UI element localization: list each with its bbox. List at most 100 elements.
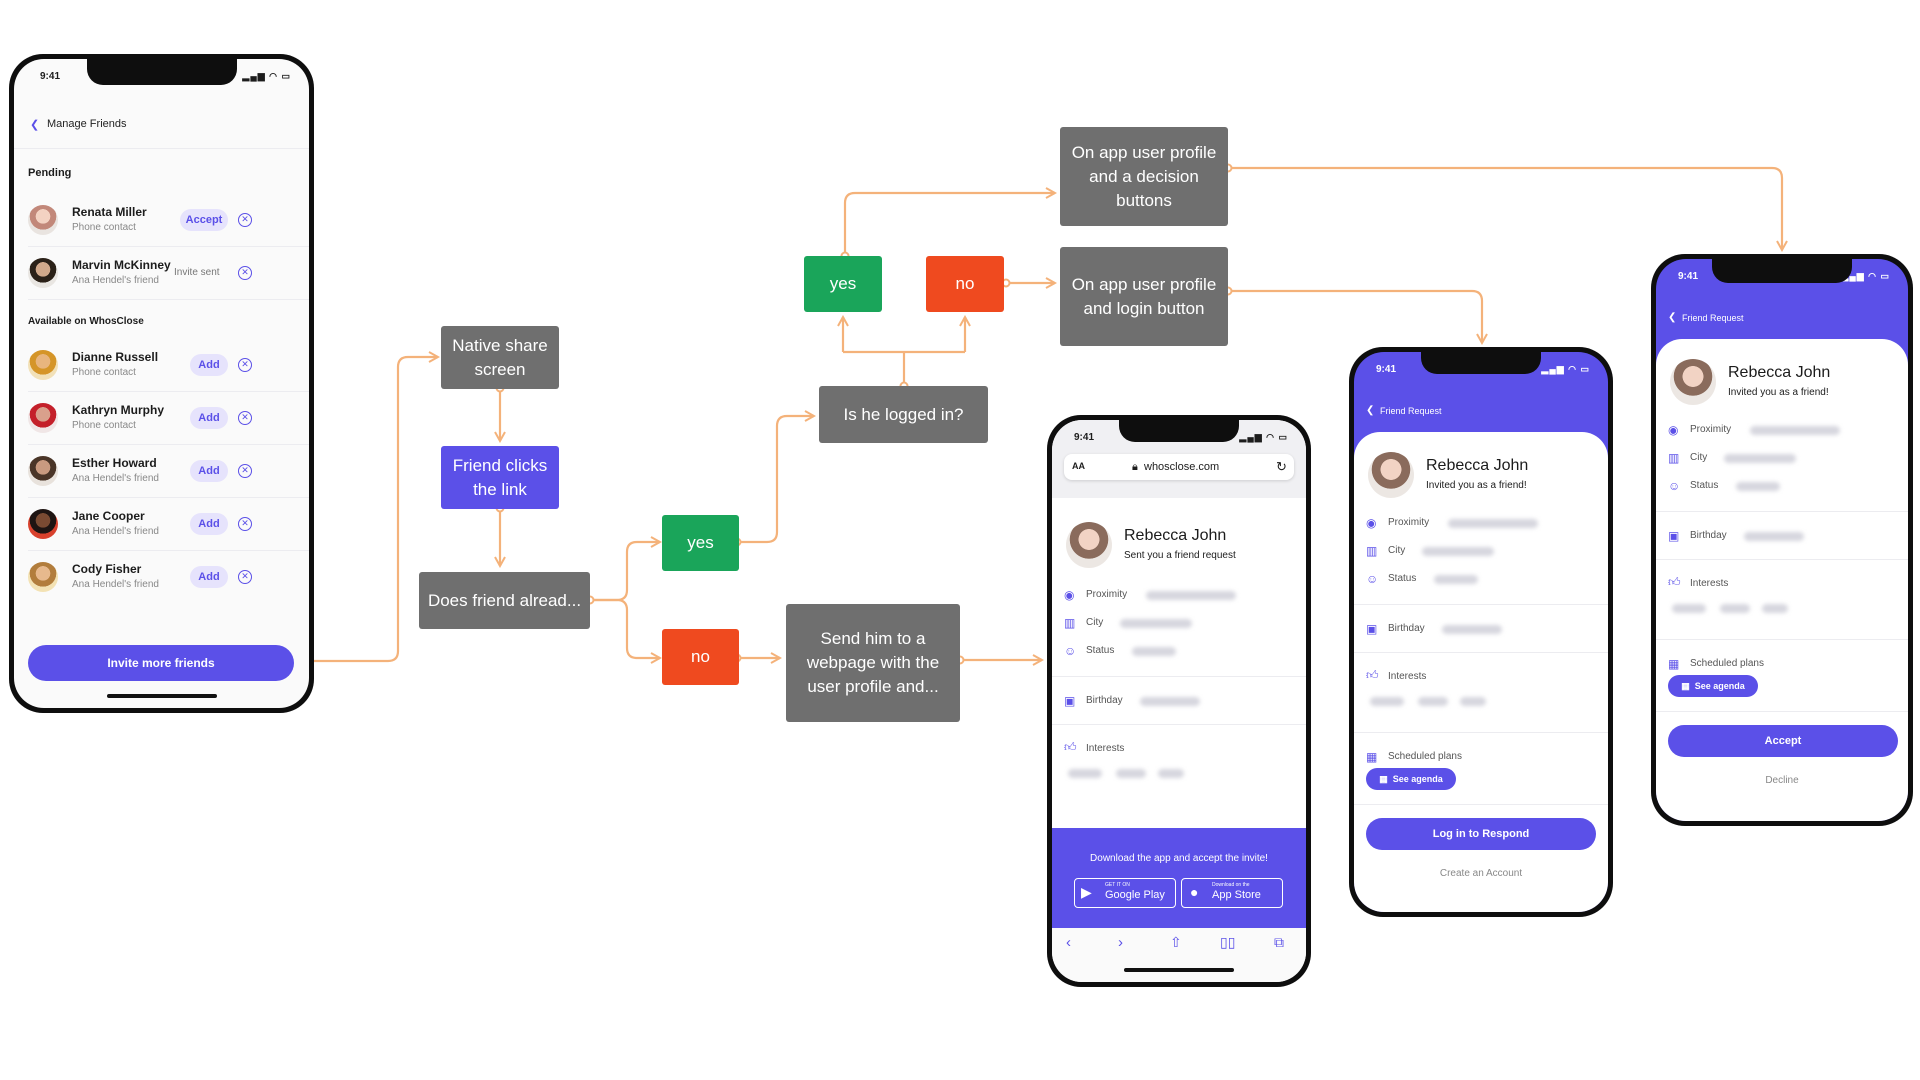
page-title: Manage Friends <box>47 118 127 130</box>
back-chevron-icon[interactable]: ❮ <box>1668 312 1677 323</box>
remove-icon[interactable]: ✕ <box>238 570 252 584</box>
add-button[interactable]: Add <box>190 566 228 588</box>
header-title: Friend Request <box>1380 406 1442 416</box>
thumbs-up-icon: 👍︎ <box>1668 575 1681 589</box>
status-bar: 9:41 ▂▄▆ ◠ ▭ <box>1656 259 1908 293</box>
proximity-label: Proximity <box>1086 589 1128 600</box>
gift-icon: ▣ <box>1668 529 1680 543</box>
interest-tag-blurred <box>1370 697 1404 706</box>
status-label: Status <box>1690 480 1719 491</box>
avatar <box>1066 522 1112 568</box>
contact-subtitle: Phone contact <box>72 420 136 431</box>
avatar <box>1368 452 1414 498</box>
back-chevron-icon[interactable]: ❮ <box>1366 405 1375 416</box>
city-label: City <box>1388 545 1406 556</box>
avatar <box>28 456 58 486</box>
remove-icon[interactable]: ✕ <box>238 213 252 227</box>
section-available-label: Available on WhosClose <box>28 316 144 327</box>
apple-icon: ● <box>1190 884 1199 900</box>
address-bar[interactable]: AA 🔒︎ whosclose.com ↻ <box>1064 454 1294 480</box>
google-play-badge[interactable]: ▶ GET IT ON Google Play <box>1074 878 1176 908</box>
node-does-friend-label: Does friend alread... <box>427 590 582 610</box>
node-yes-1: yes <box>662 515 739 571</box>
phone-notch <box>1119 420 1239 442</box>
add-button[interactable]: Add <box>190 354 228 376</box>
remove-icon[interactable]: ✕ <box>238 266 252 280</box>
home-indicator <box>1124 968 1234 972</box>
app-store-small: Download on the <box>1212 882 1250 888</box>
google-play-small: GET IT ON <box>1105 882 1130 888</box>
thumbs-up-icon: 👍︎ <box>1366 668 1379 682</box>
connector-does-to-no <box>590 598 660 658</box>
map-icon: ▥ <box>1064 616 1076 630</box>
node-profile-login-label: On app user profile and login button <box>1071 274 1217 318</box>
contact-subtitle: Phone contact <box>72 222 136 233</box>
list-item: Jane Cooper Ana Hendel's friend Add ✕ <box>14 503 309 551</box>
scheduled-plans-label: Scheduled plans <box>1388 751 1462 762</box>
back-chevron-icon[interactable]: ❮ <box>30 119 40 131</box>
node-yes-2-label: yes <box>829 274 857 293</box>
tabs-icon[interactable]: ⧉ <box>1274 934 1284 950</box>
connector-logged-to-yes-no <box>841 317 967 386</box>
interests-label: Interests <box>1388 671 1427 682</box>
phone-notch <box>1421 352 1541 374</box>
interest-tag-blurred <box>1116 769 1146 778</box>
status-time: 9:41 <box>1678 271 1699 282</box>
contact-name: Marvin McKinney <box>72 258 171 272</box>
section-pending-label: Pending <box>28 167 72 179</box>
calendar-icon: ▦ <box>1668 657 1680 671</box>
reload-icon[interactable]: ↻ <box>1276 459 1287 474</box>
remove-icon[interactable]: ✕ <box>238 411 252 425</box>
connector-yes-to-decision <box>843 193 1055 256</box>
smile-icon: ☺ <box>1668 479 1681 493</box>
add-button[interactable]: Add <box>190 407 228 429</box>
divider <box>1052 676 1306 677</box>
divider <box>28 550 309 551</box>
signal-wifi-battery-icon: ▂▄▆ ◠ ▭ <box>1841 271 1890 281</box>
invite-more-friends-button[interactable]: Invite more friends <box>28 645 294 681</box>
accept-button[interactable]: Accept <box>1668 725 1898 757</box>
location-pin-icon: ◉ <box>1668 423 1679 437</box>
birthday-label: Birthday <box>1388 623 1425 634</box>
add-button[interactable]: Add <box>190 513 228 535</box>
interest-tag-blurred <box>1672 604 1706 613</box>
status-time: 9:41 <box>1376 364 1397 375</box>
forward-icon[interactable]: › <box>1118 934 1123 951</box>
gift-icon: ▣ <box>1064 694 1076 708</box>
status-value-blurred <box>1434 575 1478 584</box>
see-agenda-button[interactable]: ▦See agenda <box>1668 675 1758 697</box>
remove-icon[interactable]: ✕ <box>238 517 252 531</box>
phone-notch <box>86 59 237 85</box>
invite-sent-status: Invite sent <box>174 267 220 278</box>
list-item: Renata Miller Phone contact Accept ✕ <box>14 199 309 247</box>
bookmarks-icon[interactable]: ▯▯ <box>1220 934 1236 950</box>
profile-name: Rebecca John <box>1728 364 1831 381</box>
thumbs-up-icon: 👍︎ <box>1064 740 1077 754</box>
add-button[interactable]: Add <box>190 460 228 482</box>
remove-icon[interactable]: ✕ <box>238 358 252 372</box>
contact-subtitle: Ana Hendel's friend <box>72 579 159 590</box>
see-agenda-button[interactable]: ▦See agenda <box>1366 768 1456 790</box>
app-store-badge[interactable]: ● Download on the App Store <box>1181 878 1283 908</box>
birthday-value-blurred <box>1442 625 1502 634</box>
avatar <box>28 562 58 592</box>
connector-does-to-yes <box>590 542 660 602</box>
create-account-link[interactable]: Create an Account <box>1439 868 1523 879</box>
node-yes-1-label: yes <box>687 533 714 552</box>
contact-name: Renata Miller <box>72 205 147 219</box>
status-bar: 9:41 ▂▄▆ ◠ ▭ <box>1354 352 1608 386</box>
back-icon[interactable]: ‹ <box>1066 934 1071 951</box>
reader-aa-button[interactable]: AA <box>1072 461 1085 471</box>
divider <box>1354 732 1608 733</box>
divider <box>1354 652 1608 653</box>
divider <box>1656 511 1908 512</box>
share-icon[interactable]: ⇧ <box>1170 934 1182 950</box>
log-in-to-respond-button[interactable]: Log in to Respond <box>1366 818 1596 850</box>
node-no-1: no <box>662 629 739 685</box>
accept-button[interactable]: Accept <box>180 209 228 231</box>
decline-link[interactable]: Decline <box>1765 775 1799 786</box>
phone-login-profile: 9:41 ▂▄▆ ◠ ▭ ❮ Friend Request Rebecca Jo… <box>1349 347 1613 917</box>
node-no-1-label: no <box>691 647 710 666</box>
profile-subtitle: Invited you as a friend! <box>1426 480 1527 491</box>
remove-icon[interactable]: ✕ <box>238 464 252 478</box>
